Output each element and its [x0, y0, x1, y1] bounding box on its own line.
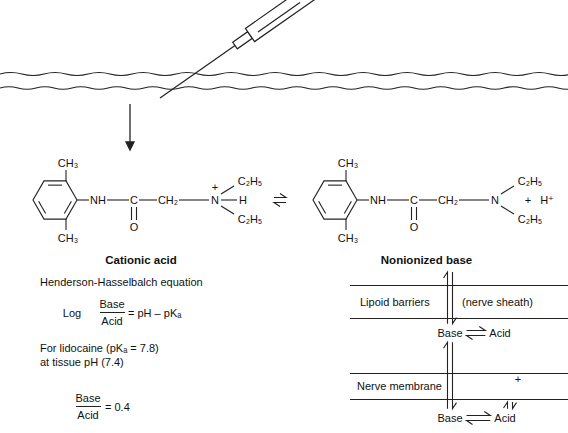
nerve-membrane-band: Nerve membrane: [350, 373, 568, 400]
equation-term: Log: [63, 307, 81, 320]
atom-label: C: [410, 194, 418, 207]
cationic-acid-structure: Cationic acid: [10, 150, 272, 270]
equilibrium-arrow: [444, 272, 457, 324]
atom-label: H: [239, 194, 247, 207]
atom-label: C₂H₅: [518, 213, 543, 226]
skin-line: [0, 73, 568, 76]
syringe: [160, 0, 315, 98]
equation-term: = pH – pKₐ: [128, 307, 181, 320]
band-label: Nerve membrane: [357, 380, 442, 393]
base-species: Base: [435, 326, 464, 341]
equilibrium-arrow: [274, 194, 286, 207]
atom-label: CH₃: [58, 157, 78, 170]
note-text: For lidocaine (pKₐ = 7.8): [40, 342, 159, 355]
band-label: (nerve sheath): [462, 296, 533, 309]
atom-label: CH₂: [158, 194, 178, 207]
result-text: = 0.4: [105, 401, 130, 414]
plus-sign: +: [525, 194, 531, 207]
charge-sign: +: [212, 181, 218, 194]
atom-label: N: [211, 194, 219, 207]
charge-sign: +: [515, 373, 521, 386]
equilibrium-arrow: [467, 411, 491, 424]
equilibrium-arrow: [443, 342, 456, 408]
atom-label: C₂H₅: [238, 175, 263, 188]
atom-label: C: [130, 194, 138, 207]
note-text: at tissue pH (7.4): [40, 356, 124, 369]
atom-label: O: [130, 221, 139, 234]
lidocaine-structure: [33, 170, 514, 230]
nonionized-base-structure: Nonionized base: [288, 150, 565, 270]
band-label: Lipoid barriers: [360, 296, 430, 309]
atom-label: O: [410, 221, 419, 234]
equation-title: Henderson-Hasselbalch equation: [40, 276, 203, 289]
equilibrium-arrow: [467, 326, 486, 339]
atom-label: CH₃: [338, 157, 358, 170]
lipoid-barrier-band: Lipoid barriers (nerve sheath): [350, 285, 568, 319]
atom-label: NH: [90, 194, 106, 207]
species-label: Base: [437, 327, 462, 339]
structure-caption: Nonionized base: [381, 254, 472, 267]
base-species: Base: [435, 411, 464, 426]
atom-label: C₂H₅: [238, 213, 263, 226]
species-label: Acid: [489, 327, 510, 339]
fraction-numerator: Base: [99, 298, 124, 311]
acid-species: Acid: [487, 326, 512, 341]
atom-label: C₂H₅: [518, 175, 543, 188]
structure-caption: Cationic acid: [105, 254, 177, 267]
fraction-denominator: Acid: [77, 409, 98, 422]
species-label: Base: [437, 412, 462, 424]
fraction-numerator: Base: [75, 392, 100, 405]
atom-label: CH₂: [438, 194, 458, 207]
atom-label: N: [491, 194, 499, 207]
atom-label: NH: [370, 194, 386, 207]
skin-line: [0, 87, 568, 90]
fraction-denominator: Acid: [101, 315, 122, 328]
atom-label: CH₃: [58, 232, 78, 245]
acid-species: Acid: [492, 411, 517, 426]
proton-label: H⁺: [540, 194, 554, 207]
atom-label: CH₃: [338, 232, 358, 245]
equilibrium-arrow: [504, 402, 517, 409]
injection-arrow: [126, 104, 134, 150]
species-label: Acid: [494, 412, 515, 424]
